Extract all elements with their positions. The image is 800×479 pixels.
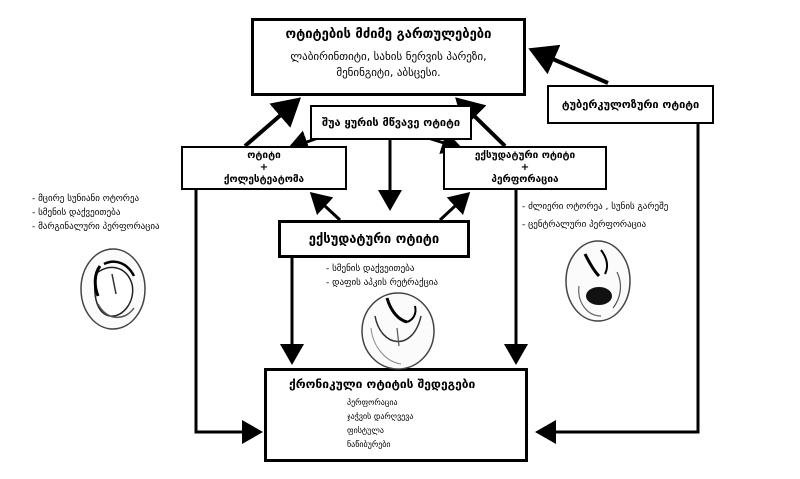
- note-item: - დაფის აპკის რეტრაქცია: [326, 278, 438, 288]
- center-symptom-notes: - სმენის დაქვეითება - დაფის აპკის რეტრაქ…: [326, 262, 438, 290]
- complications-box: ოტიტების მძიმე გართულებები ლაბირინთიტი, …: [251, 18, 526, 96]
- eardrum-marginal-perforation-illustration: [80, 248, 146, 330]
- exudative-otitis-box: ექსუდატური ოტიტი: [278, 220, 470, 258]
- eardrum-retraction-illustration: [361, 292, 435, 370]
- exudative-title: ექსუდატური ოტიტი: [308, 232, 440, 247]
- exudative-perforation-box: ექსუდატური ოტიტი + პერფორაცია: [443, 146, 607, 190]
- chronic-item: ნაწიბურები: [347, 440, 391, 449]
- otitis-plus: +: [259, 162, 269, 173]
- note-item: - ცენტრალური პერფორაცია: [522, 220, 647, 230]
- eardrum-central-perforation-illustration: [565, 240, 631, 322]
- chronic-title: ქრონიკული ოტიტის შედეგები: [289, 377, 476, 391]
- arrow-exudative-to-exudative-perf: [438, 191, 471, 222]
- note-item: - სმენის დაქვეითება: [32, 208, 121, 218]
- arrow-tuberculous-to-complications: [528, 44, 609, 85]
- note-item: - მარგინალური პერფორაცია: [32, 222, 160, 232]
- exudative-perf-label: ექსუდატური ოტიტი: [474, 150, 576, 161]
- chronic-item: ჯაჭვის დარღვევა: [347, 412, 414, 421]
- arrow-tuberculous-to-chronic: [535, 124, 700, 444]
- note-item: - მცირე სუნიანი ოტორეა: [32, 194, 140, 204]
- middle-ear-title: შუა ყურის მწვავე ოტიტი: [321, 116, 461, 129]
- chronic-item: ფისტულა: [347, 426, 384, 435]
- complications-line2: მენინგიტი, აბსცესი.: [336, 66, 441, 79]
- arrow-exudative-to-otitis: [309, 191, 342, 222]
- tuberculous-otitis-box: ტუბერკულოზური ოტიტი: [547, 85, 714, 124]
- cholesteatoma-label: ქოლესტეატომა: [223, 174, 305, 185]
- left-symptom-notes: - მცირე სუნიანი ოტორეა - სმენის დაქვეითე…: [32, 192, 160, 234]
- perforation-label: პერფორაცია: [491, 174, 559, 185]
- arrow-otitis-to-complications: [243, 97, 302, 148]
- exudative-perf-plus: +: [520, 162, 530, 173]
- tuberculous-title: ტუბერკულოზური ოტიტი: [561, 98, 700, 111]
- right-symptom-notes: - ძლიერი ოტორეა , სუნის გარეშე - ცენტრალ…: [522, 200, 668, 232]
- otitis-cholesteatoma-box: ოტიტი + ქოლესტეატომა: [181, 146, 347, 190]
- note-item: - სმენის დაქვეითება: [326, 264, 415, 274]
- otitis-label: ოტიტი: [247, 150, 281, 161]
- acute-middle-ear-otitis-box: შუა ყურის მწვავე ოტიტი: [310, 105, 472, 140]
- chronic-otitis-consequences-box: ქრონიკული ოტიტის შედეგები პერფორაცია ჯაჭ…: [264, 368, 528, 462]
- complications-title: ოტიტების მძიმე გართულებები: [285, 27, 492, 42]
- chronic-item: პერფორაცია: [347, 398, 398, 407]
- arrow-otitis-to-chronic: [194, 190, 263, 444]
- note-item: - ძლიერი ოტორეა , სუნის გარეშე: [522, 202, 669, 212]
- complications-line1: ლაბირინთიტი, სახის ნერვის პარეზი,: [290, 50, 487, 63]
